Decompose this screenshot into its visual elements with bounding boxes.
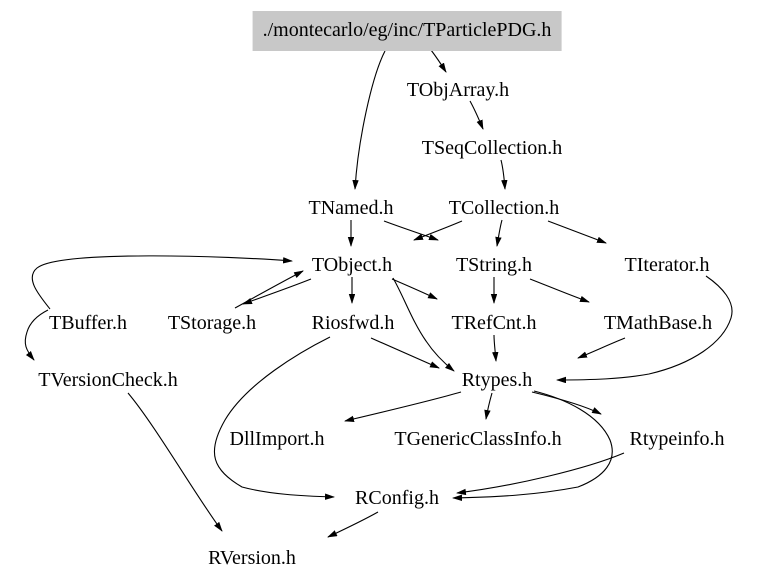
edge-titerator-rtypes [556, 275, 733, 384]
node-tnamed[interactable]: TNamed.h [308, 197, 394, 219]
edge-rconfig-rversion [327, 511, 379, 538]
edge-rtypes-rtypeinfo [531, 391, 602, 415]
node-rconfig[interactable]: RConfig.h [355, 487, 439, 509]
node-dllimport[interactable]: DllImport.h [229, 428, 325, 450]
node-root-tparticlepdg[interactable]: ./montecarlo/eg/inc/TParticlePDG.h [252, 11, 562, 51]
node-rversion[interactable]: RVersion.h [208, 547, 296, 569]
edge-rtypes-tgenericclassinfo [484, 392, 493, 420]
edge-tstring-tmathbase [529, 278, 590, 303]
node-rtypeinfo[interactable]: Rtypeinfo.h [629, 428, 725, 450]
edge-tbuffer-tversioncheck [24, 309, 49, 361]
edge-root-tnamed [352, 50, 386, 190]
edge-rtypes-rconfig [452, 390, 613, 501]
node-tmathbase[interactable]: TMathBase.h [603, 312, 713, 334]
edge-tstorage-tobject [234, 270, 304, 309]
edge-rtypeinfo-rconfig [456, 452, 625, 496]
edge-tcollection-tobject [413, 220, 463, 241]
edge-tcollection-titerator [547, 220, 607, 244]
node-tgenericclassinfo[interactable]: TGenericClassInfo.h [394, 428, 562, 450]
edge-trefcnt-rtypes [492, 334, 499, 362]
edge-tbuffer-tobject [31, 255, 293, 310]
edge-tobjarray-tseqcollection [469, 100, 484, 130]
node-titerator[interactable]: TIterator.h [624, 254, 710, 276]
edge-tobject-rtypes [392, 277, 455, 372]
node-tstorage[interactable]: TStorage.h [167, 312, 257, 334]
node-tversioncheck[interactable]: TVersionCheck.h [38, 369, 178, 391]
node-tbuffer[interactable]: TBuffer.h [49, 312, 127, 334]
node-tcollection[interactable]: TCollection.h [448, 197, 560, 219]
node-tobjarray[interactable]: TObjArray.h [406, 79, 510, 101]
edge-root-tobjarray [430, 49, 447, 73]
edge-tversioncheck-rversion [127, 392, 223, 532]
node-tseqcollection[interactable]: TSeqCollection.h [421, 137, 563, 159]
edge-tcollection-tstring [495, 219, 503, 247]
node-trefcnt[interactable]: TRefCnt.h [451, 312, 537, 334]
edge-tobject-tstorage [242, 278, 312, 305]
node-tobject[interactable]: TObject.h [311, 254, 393, 276]
edge-tmathbase-rtypes [577, 337, 626, 359]
node-rtypes[interactable]: Rtypes.h [461, 369, 533, 391]
edge-riosfwd-rconfig [213, 336, 335, 500]
node-riosfwd[interactable]: Riosfwd.h [311, 312, 395, 334]
edge-tobject-trefcnt [391, 278, 438, 300]
edge-paths [24, 49, 733, 538]
edge-rtypes-dllimport [344, 391, 462, 423]
edge-tseqcollection-tcollection [500, 159, 508, 190]
edge-tnamed-tstring [383, 220, 439, 241]
node-tstring[interactable]: TString.h [455, 254, 533, 276]
edge-riosfwd-rtypes [370, 337, 440, 369]
